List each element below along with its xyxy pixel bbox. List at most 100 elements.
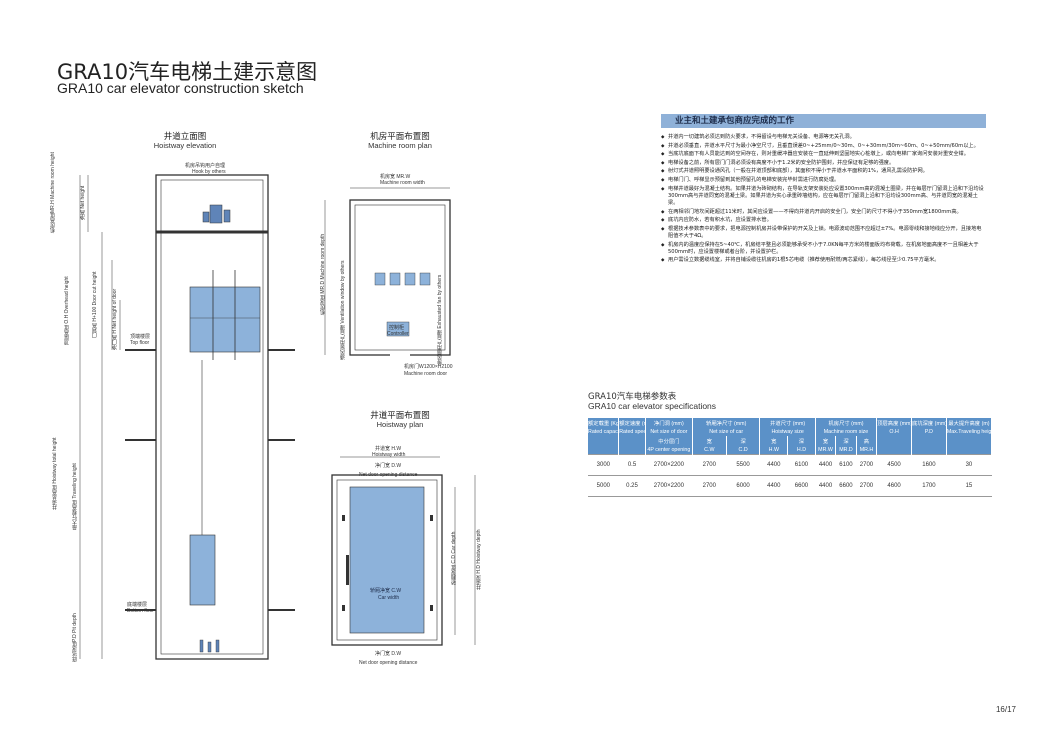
spec-head-cell: 额定速度 (m/s) (618, 418, 646, 427)
hoistway-plan-drawing (331, 456, 476, 646)
spec-cell: 15 (946, 475, 992, 497)
spec-cell: 6600 (835, 475, 857, 497)
spec-cell: 6000 (726, 475, 760, 497)
spec-head-cell: C.D (726, 445, 761, 455)
list-item: 井道内一切建筑必须达到防火要求，不得留设与电梯无关设备、电源等无关孔洞。 (661, 134, 986, 141)
spec-head-cell: MR.D (835, 445, 857, 455)
spec-cell: 2700×2200 (645, 454, 693, 476)
spec-cell: 5500 (726, 454, 760, 476)
spec-head-cell: 净门洞 (mm) (645, 418, 693, 427)
list-item: 电梯设备之前，所有层门门洞必须设有高度不小于1.2米的安全防护围封，并应保证有足… (661, 160, 986, 167)
elevation-caption-en: Hoistway elevation (153, 141, 217, 150)
top-floor-en: Top floor (130, 340, 150, 346)
page-number: 16/17 (995, 705, 1016, 714)
net-door-height-label: 净门高 H Net height of door (112, 288, 118, 350)
spec-cell: 4400 (759, 454, 788, 476)
spec-cell: 1700 (911, 475, 947, 497)
spec-head-cell: 顶层高度 (mm) (876, 418, 913, 427)
hoistway-plan-caption-en: Hoistway plan (376, 420, 424, 429)
spec-cell: 0.25 (618, 475, 646, 497)
spec-head-cell: 高 (856, 436, 878, 445)
hoistway-total-height-label: 井道总高度 Hoistway total height (52, 437, 58, 510)
spec-head-cell: H.D (787, 445, 816, 455)
hoistway-elevation-drawing (79, 174, 295, 660)
controller-cn: 控制柜 (389, 325, 405, 331)
list-item: 井道必须垂直，井道水平尺寸为最小净空尺寸，且垂直误差0~+25mm/0~30m、… (661, 143, 986, 150)
spec-head-cell: 中分层门 (645, 436, 693, 445)
spec-cell: 6100 (835, 454, 857, 476)
machine-room-caption-en: Machine room plan (368, 141, 432, 150)
spec-head-cell: Net size of door (645, 427, 693, 436)
machine-room-caption-cn: 机房平面布置图 (370, 132, 430, 142)
mr-width-cn: 机房宽 MR.W (380, 174, 411, 180)
mr-width-en: Machine room width (380, 180, 425, 186)
list-item: 底坑内应防水，若有积水坑，应设置排水管。 (661, 217, 986, 224)
hoistway-depth-label: 井道深 H.D Hoistway depth (476, 529, 482, 590)
spec-head-cell: 底坑深度 (mm) (911, 418, 947, 427)
spec-cell: 5000 (588, 475, 619, 497)
spec-head-cell: 深 (835, 436, 857, 445)
spec-head-cell: H.W (759, 445, 789, 455)
spec-cell: 4400 (815, 475, 836, 497)
page-title: GRA10汽车电梯土建示意图 (57, 60, 318, 84)
spec-table: 额定载重 (Kg) 额定速度 (m/s) 净门洞 (mm) 轿厢净尺寸 (mm)… (588, 418, 993, 497)
machine-room-plan-drawing (324, 187, 451, 357)
spec-head-cell: 深 (787, 436, 816, 445)
machine-room-height-label: 机房高度MR.H Machine room height (50, 152, 56, 233)
list-item: 当底坑底面下有人员能达到的空间存在，则对重缓冲器应安装在一直延伸到坚固地实心桩墩… (661, 151, 986, 158)
spec-head-cell: Rated capacity (588, 427, 620, 436)
elevation-caption-cn: 井道立面图 (163, 132, 207, 142)
spec-head-cell: 井道尺寸 (mm) (759, 418, 816, 427)
spec-head-cell: 最大提升高度 (m) (946, 418, 993, 427)
spec-cell: 2700 (692, 454, 727, 476)
dw-bottom-en: Net door opening distance (359, 660, 418, 666)
owner-work-section: 业主和土建承包商应完成的工作 井道内一切建筑必须达到防火要求，不得留设与电梯无关… (661, 114, 986, 266)
spec-head-cell: C.W (692, 445, 727, 455)
cw-en: Car width (378, 595, 400, 601)
cw-cn: 轿厢净宽 C.W (370, 588, 402, 594)
spec-cell: 3000 (588, 454, 619, 476)
spec-cell: 2700 (856, 454, 877, 476)
spec-head-cell: MR.W (815, 445, 837, 455)
spec-cell: 6600 (787, 475, 816, 497)
list-item: 电梯门门、呼梯显示预留到其他预留孔的电梯安装完毕封需进行防腐处理。 (661, 177, 986, 184)
spec-head-cell: MR.H (856, 445, 878, 455)
spec-head-cell: Rated speed (618, 427, 646, 436)
list-item: 根据技术参数表中的要求，把电源控制机房并设带保护的开关及上锁。电源波动范围不应超… (661, 226, 986, 240)
spec-head-cell: Net size of car (692, 427, 761, 436)
spec-cell: 4400 (815, 454, 836, 476)
owner-work-list: 井道内一切建筑必须达到防火要求，不得留设与电梯无关设备、电源等无关孔洞。 井道必… (661, 134, 986, 265)
hook-label-en: Hook by others (192, 169, 226, 175)
spec-head-cell: 深 (726, 436, 761, 445)
net-height-label: 净高 Net height (80, 185, 86, 220)
spec-cell: 6100 (787, 454, 816, 476)
spec-cell: 4500 (876, 454, 912, 476)
traveling-height-label: 最大行程高度 Traveling height (72, 463, 78, 530)
spec-cell: 2700 (692, 475, 727, 497)
controller-en: Controller (387, 331, 409, 337)
vent-window-label: 通风窗用户自理 Ventilation window by others (340, 260, 346, 360)
spec-title-en: GRA10 car elevator specifications (588, 401, 717, 411)
spec-head-cell: 宽 (759, 436, 789, 445)
spec-head-cell: P.D (911, 427, 947, 436)
owner-work-heading: 业主和土建承包商应完成的工作 (661, 114, 986, 128)
spec-header-row: 4P center opening C.W C.D H.W H.D MR.W M… (588, 445, 993, 455)
spec-header-row: 额定载重 (Kg) 额定速度 (m/s) 净门洞 (mm) 轿厢净尺寸 (mm)… (588, 418, 993, 427)
spec-cell: 2700×2200 (645, 475, 693, 497)
spec-head-cell: 机房尺寸 (mm) (815, 418, 878, 427)
spec-head-cell: 轿厢净尺寸 (mm) (692, 418, 761, 427)
mr-door-cn: 机房门W1200×H2100 (404, 364, 453, 370)
spec-title-cn: GRA10汽车电梯参数表 (588, 392, 677, 402)
spec-cell: 0.5 (618, 454, 646, 476)
spec-cell: 1600 (911, 454, 947, 476)
spec-cell: 30 (946, 454, 992, 476)
overhead-label: 顶层高度 O.H Overhead height (64, 276, 70, 345)
bottom-floor-en: Bottom floor (127, 608, 154, 614)
list-item: 射灯式井道照明要设通风孔（一般在井道顶部和底部），其面积不得小于井道水平面积的1… (661, 168, 986, 175)
list-item: 用户需设立数据缆线室，并将自铺设缆往机房的1根5芯电缆（推荐使用耐燃/两芯紧线）… (661, 257, 986, 264)
table-row: 3000 0.5 2700×2200 2700 5500 4400 6100 4… (588, 454, 992, 476)
page-subtitle: GRA10 car elevator construction sketch (57, 80, 304, 96)
door-cut-label: 门洞高 H+100 Door cut height (92, 271, 98, 338)
spec-cell: 2700 (856, 475, 877, 497)
spec-head-cell: Max.Traveling height (946, 427, 993, 436)
